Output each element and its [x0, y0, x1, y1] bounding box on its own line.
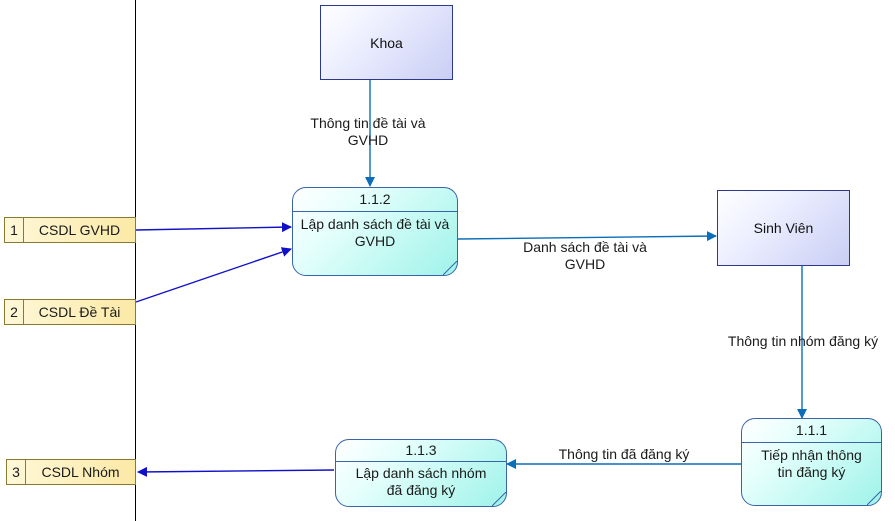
process-1-1-1[interactable]: 1.1.1 Tiếp nhận thông tin đăng ký — [741, 418, 882, 506]
store-id: 1 — [5, 218, 24, 242]
fold-corner-icon — [443, 261, 457, 275]
flow-lap-danh-sach-to-sinh-vien — [457, 231, 717, 242]
process-name: Lập danh sách đề tài và GVHD — [300, 216, 450, 249]
process-name: Lập danh sách nhóm đã đăng ký — [355, 465, 487, 498]
process-1-1-2[interactable]: 1.1.2 Lập danh sách đề tài và GVHD — [292, 187, 458, 276]
entity-sinh-vien-label: Sinh Viên — [753, 220, 814, 236]
process-id: 1.1.1 — [742, 419, 881, 443]
entity-sinh-vien[interactable]: Sinh Viên — [717, 190, 850, 266]
flow-label-sinh-vien-to-tiep-nhan: Thông tin nhóm đăng ký — [727, 333, 879, 349]
data-store-csdl-gvhd[interactable]: 1 CSDL GVHD — [4, 217, 136, 243]
process-name: Tiếp nhận thông tin đăng ký — [761, 447, 862, 480]
fold-corner-icon — [867, 491, 881, 505]
flow-csdl-de-tai-to-lap-danh-sach — [135, 247, 292, 303]
store-name: CSDL Nhóm — [41, 464, 120, 480]
process-id: 1.1.3 — [336, 440, 506, 462]
flow-label-tiep-nhan-to-lap-nhom: Thông tin đã đăng ký — [558, 446, 690, 462]
data-store-csdl-nhom[interactable]: 3 CSDL Nhóm — [6, 459, 136, 485]
flow-label-lap-danh-sach-to-sinh-vien: Danh sách đề tài và GVHD — [523, 239, 647, 272]
flow-csdl-gvhd-to-lap-danh-sach — [135, 222, 292, 233]
entity-khoa[interactable]: Khoa — [320, 5, 453, 80]
entity-khoa-label: Khoa — [370, 34, 403, 51]
store-name: CSDL Đề Tài — [38, 304, 121, 320]
store-id: 3 — [7, 460, 26, 484]
store-name: CSDL GVHD — [38, 222, 121, 238]
boundary-line — [135, 0, 136, 521]
data-store-csdl-de-tai[interactable]: 2 CSDL Đề Tài — [4, 299, 136, 325]
process-id: 1.1.2 — [293, 188, 457, 212]
flow-label-khoa-to-lap-danh-sach: Thông tin đề tài và GVHD — [310, 115, 426, 148]
process-1-1-3[interactable]: 1.1.3 Lập danh sách nhóm đã đăng ký — [335, 439, 507, 507]
flow-lap-nhom-to-csdl-nhom — [137, 466, 335, 477]
store-id: 2 — [5, 300, 24, 324]
fold-corner-icon — [492, 492, 506, 506]
